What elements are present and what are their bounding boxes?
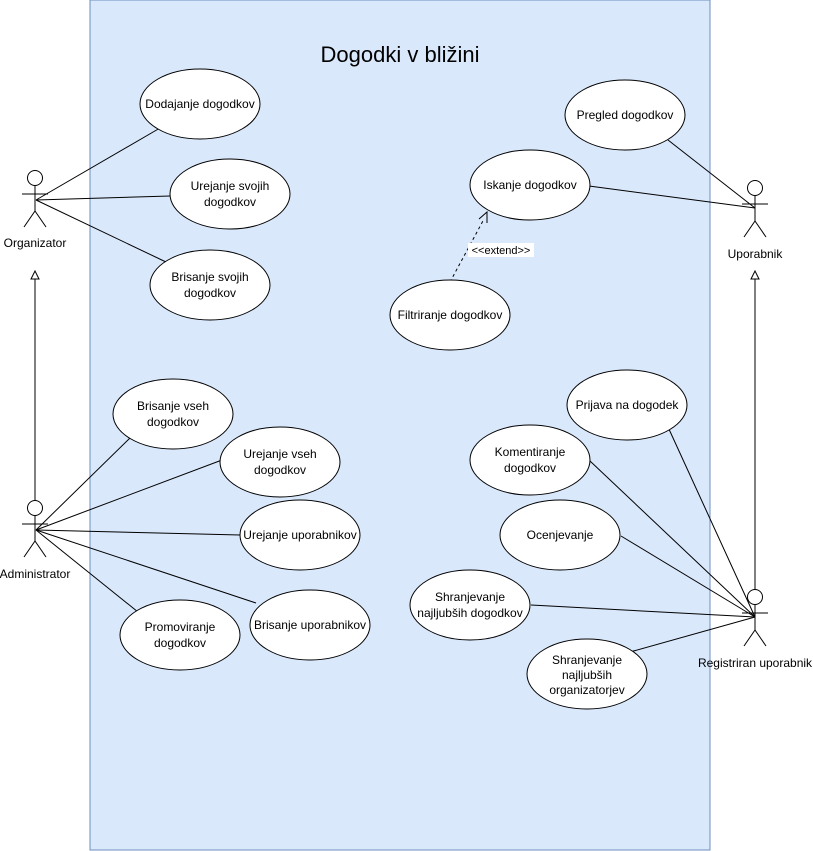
svg-text:dogodkov: dogodkov (254, 463, 306, 477)
actor-organizator[interactable]: Organizator (4, 170, 67, 251)
stick-figure-icon (22, 170, 48, 228)
svg-text:Brisanje vseh: Brisanje vseh (137, 399, 209, 413)
use-case-shranjevanje-najljubsih-dogodkov[interactable]: Shranjevanje najljubših dogodkov (409, 569, 531, 641)
stick-figure-icon (22, 500, 48, 558)
use-case-filtriranje-dogodkov[interactable]: Filtriranje dogodkov (389, 279, 511, 351)
generalization-arrowhead-registriran (750, 269, 760, 280)
svg-text:Prijava na dogodek: Prijava na dogodek (576, 398, 680, 412)
svg-text:dogodkov: dogodkov (204, 195, 256, 209)
use-case-prijava-na-dogodek[interactable]: Prijava na dogodek (566, 369, 688, 441)
use-case-promoviranje-dogodkov[interactable]: Promoviranje dogodkov (119, 599, 241, 671)
svg-text:Urejanje vseh: Urejanje vseh (243, 447, 316, 461)
actor-administrator[interactable]: Administrator (0, 500, 70, 582)
svg-text:dogodkov: dogodkov (154, 636, 206, 650)
extend-relation: <<extend>> (449, 210, 534, 283)
svg-text:Dodajanje dogodkov: Dodajanje dogodkov (145, 97, 254, 111)
use-case-urejanje-uporabnikov[interactable]: Urejanje uporabnikov (239, 499, 361, 571)
use-case-pregled-dogodkov[interactable]: Pregled dogodkov (564, 79, 686, 151)
svg-text:najljubših: najljubših (562, 668, 612, 682)
use-case-brisanje-vseh-dogodkov[interactable]: Brisanje vseh dogodkov (112, 378, 234, 450)
stick-figure-icon (742, 589, 768, 647)
use-case-ocenjevanje[interactable]: Ocenjevanje (499, 499, 621, 571)
svg-text:dogodkov: dogodkov (504, 461, 556, 475)
use-case-iskanje-dogodkov[interactable]: Iskanje dogodkov (469, 149, 591, 221)
svg-text:organizatorjev: organizatorjev (549, 683, 624, 697)
use-case-brisanje-uporabnikov[interactable]: Brisanje uporabnikov (249, 589, 371, 661)
svg-text:Urejanje svojih: Urejanje svojih (191, 179, 270, 193)
svg-text:Iskanje dogodkov: Iskanje dogodkov (483, 178, 576, 192)
use-case-dodajanje-dogodkov[interactable]: Dodajanje dogodkov (139, 68, 261, 140)
system-title: Dogodki v bližini (321, 42, 480, 67)
svg-text:Shranjevanje: Shranjevanje (435, 590, 505, 604)
svg-text:dogodkov: dogodkov (147, 415, 199, 429)
svg-text:Filtriranje dogodkov: Filtriranje dogodkov (398, 308, 503, 322)
actor-label: Uporabnik (728, 247, 784, 261)
use-case-urejanje-svojih-dogodkov[interactable]: Urejanje svojih dogodkov (169, 158, 291, 230)
actor-label: Registriran uporabnik (698, 656, 813, 670)
svg-text:Brisanje svojih: Brisanje svojih (171, 270, 248, 284)
extend-label: <<extend>> (472, 245, 531, 257)
svg-text:dogodkov: dogodkov (184, 286, 236, 300)
actor-uporabnik[interactable]: Uporabnik (728, 180, 784, 262)
svg-text:najljubših dogodkov: najljubših dogodkov (417, 606, 522, 620)
svg-text:Shranjevanje: Shranjevanje (552, 653, 622, 667)
generalization-arrowhead-admin (30, 269, 40, 280)
svg-text:Promoviranje: Promoviranje (145, 620, 216, 634)
actor-registriran-uporabnik[interactable]: Registriran uporabnik (698, 589, 813, 671)
use-case-urejanje-vseh-dogodkov[interactable]: Urejanje vseh dogodkov (219, 426, 341, 498)
svg-text:Urejanje uporabnikov: Urejanje uporabnikov (243, 528, 356, 542)
generalizations (30, 269, 760, 590)
svg-text:Ocenjevanje: Ocenjevanje (527, 528, 594, 542)
associations (35, 127, 756, 653)
stick-figure-icon (742, 180, 768, 238)
actor-label: Administrator (0, 567, 70, 581)
svg-text:Pregled dogodkov: Pregled dogodkov (577, 108, 674, 122)
svg-text:Brisanje uporabnikov: Brisanje uporabnikov (254, 618, 366, 632)
actor-label: Organizator (4, 236, 67, 250)
use-case-komentiranje-dogodkov[interactable]: Komentiranje dogodkov (469, 424, 591, 496)
use-case-brisanje-svojih-dogodkov[interactable]: Brisanje svojih dogodkov (149, 249, 271, 321)
use-case-shranjevanje-najljubsih-organizatorjev[interactable]: Shranjevanje najljubših organizatorjev (526, 638, 648, 710)
svg-text:Komentiranje: Komentiranje (495, 445, 566, 459)
